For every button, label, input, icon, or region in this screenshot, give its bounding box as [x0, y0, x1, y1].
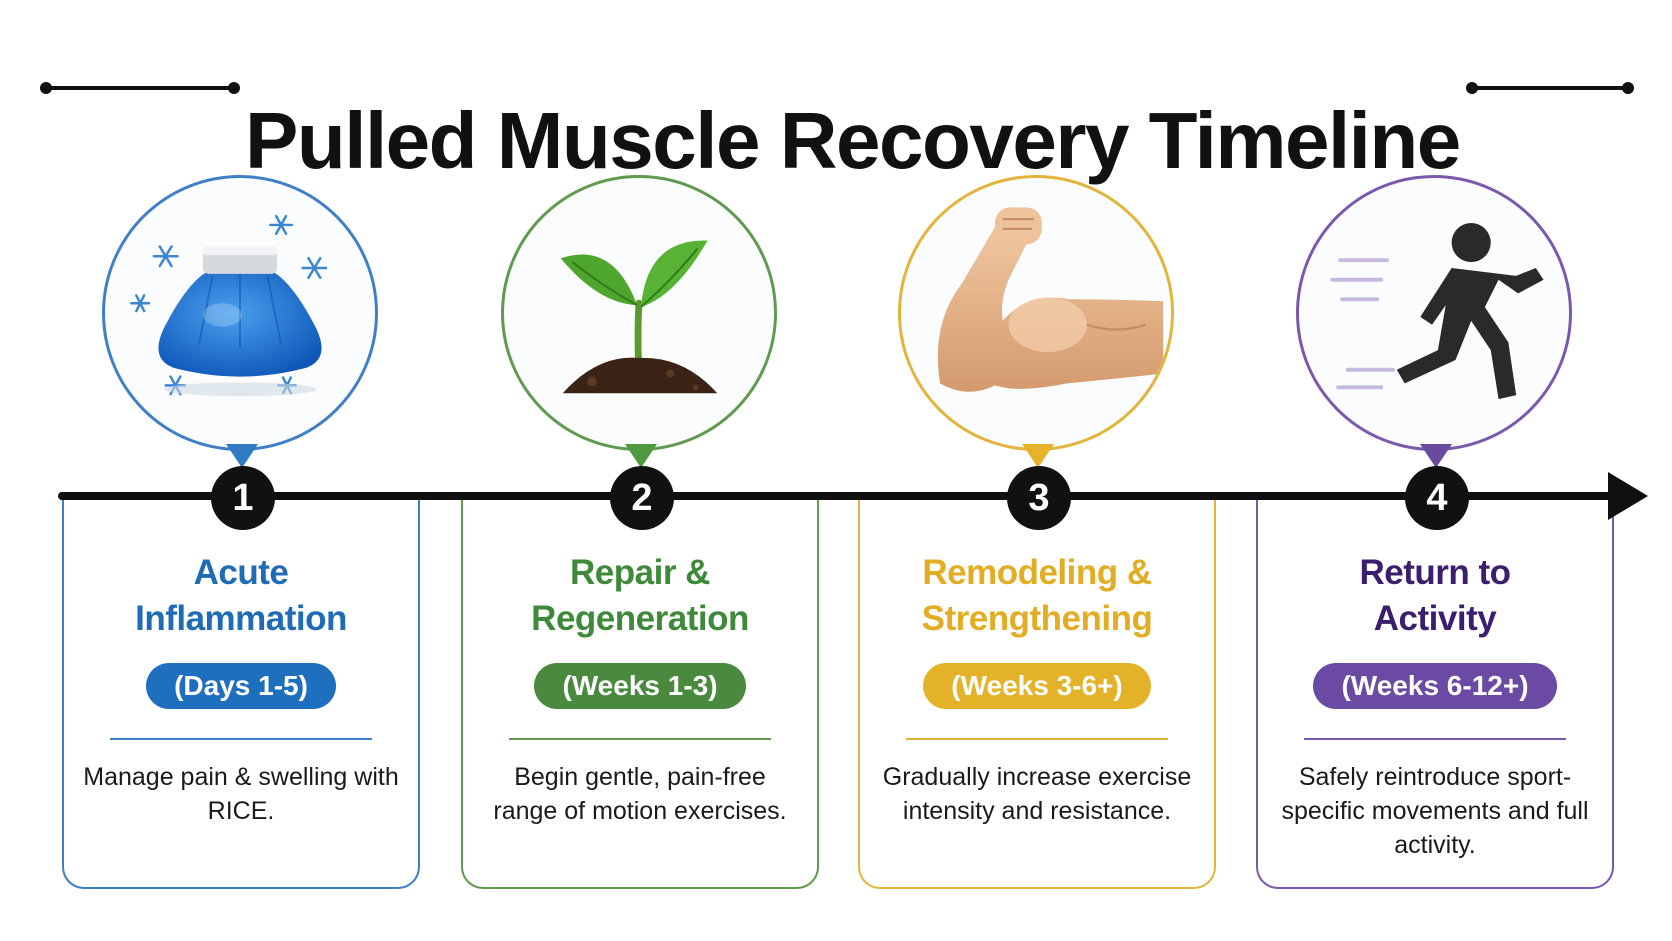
- stage-illustration: [898, 175, 1174, 451]
- stage-card: [1256, 497, 1614, 889]
- stage-card: [62, 497, 420, 889]
- title-rule-dot: [1466, 82, 1478, 94]
- page-title: Pulled Muscle Recovery Timeline: [245, 95, 1461, 185]
- flexed-arm-icon: [937, 207, 1164, 392]
- title-rule-left: [46, 86, 232, 90]
- title-rule-dot: [228, 82, 240, 94]
- title-row: Pulled Muscle Recovery Timeline: [0, 38, 1672, 185]
- stage-pointer: [1420, 444, 1452, 468]
- stage-return-to-activity: [1256, 0, 1616, 941]
- title-rule-dot: [40, 82, 52, 94]
- title-rule-dot: [1622, 82, 1634, 94]
- stage-card: [461, 497, 819, 889]
- stage-remodeling-strengthening: [858, 0, 1218, 941]
- timeline-arrow-head: [1608, 472, 1648, 520]
- stage-illustration: [501, 175, 777, 451]
- stage-pointer: [625, 444, 657, 468]
- timeline-axis: [58, 492, 1620, 500]
- title-rule-right: [1470, 86, 1626, 90]
- stage-pointer: [1022, 444, 1054, 468]
- sprout-icon: [560, 240, 718, 394]
- stage-pointer: [226, 444, 258, 468]
- stage-illustration: [102, 175, 378, 451]
- ice-pack-icon: [130, 214, 328, 397]
- stage-acute-inflammation: [62, 0, 422, 941]
- stage-repair-regeneration: [461, 0, 821, 941]
- running-person-icon: [1330, 223, 1544, 400]
- stage-card: [858, 497, 1216, 889]
- stage-illustration: [1296, 175, 1572, 451]
